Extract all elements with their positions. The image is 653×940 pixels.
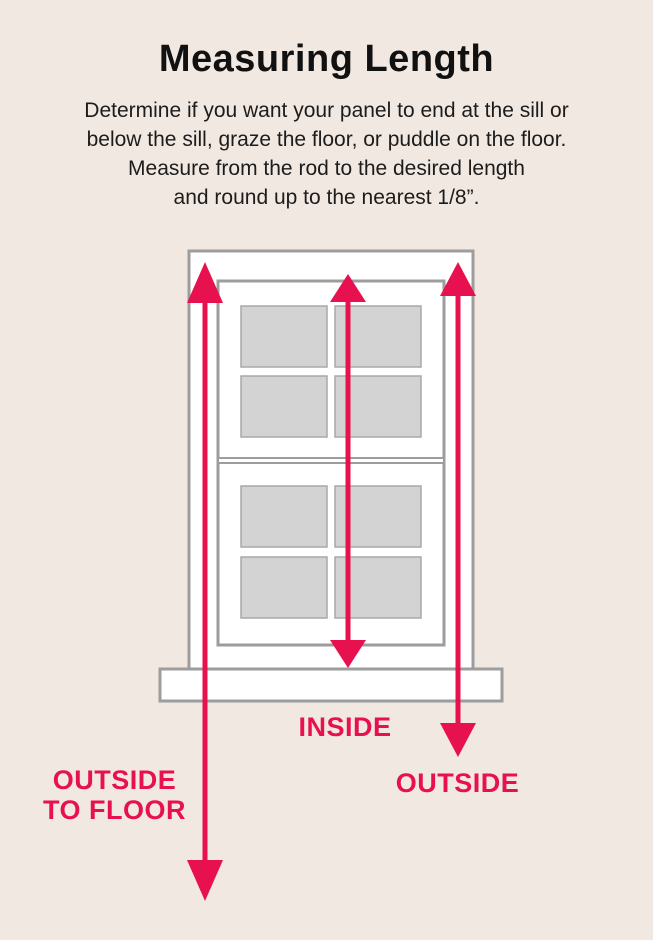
outside-to-floor-label-line2: TO FLOOR <box>43 795 186 825</box>
glass-pane <box>240 485 328 548</box>
outside-arrow <box>440 262 476 757</box>
description-line: Measure from the rod to the desired leng… <box>128 157 525 180</box>
glass-pane <box>240 375 328 438</box>
description-line: and round up to the nearest 1/8”. <box>173 186 480 209</box>
description: Determine if you want your panel to end … <box>40 96 613 212</box>
outside-to-floor-label: OUTSIDE TO FLOOR <box>32 765 197 825</box>
window-sill <box>158 667 504 703</box>
glass-pane <box>240 556 328 619</box>
glass-pane <box>240 305 328 368</box>
meeting-rail <box>217 457 445 464</box>
outside-to-floor-arrow <box>187 262 223 901</box>
outside-to-floor-label-line1: OUTSIDE <box>52 765 177 795</box>
page-title: Measuring Length <box>158 38 495 80</box>
description-line: Determine if you want your panel to end … <box>84 99 569 122</box>
description-line: below the sill, graze the floor, or pudd… <box>86 128 567 151</box>
inside-arrow <box>330 274 366 668</box>
inside-label: INSIDE <box>298 712 392 742</box>
outside-label: OUTSIDE <box>395 768 520 798</box>
